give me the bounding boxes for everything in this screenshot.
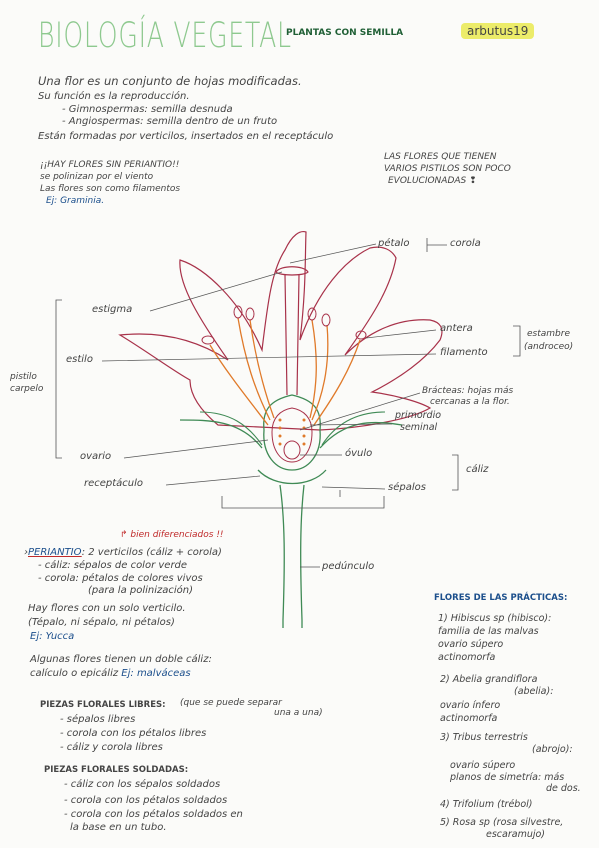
ovary-inner [271,407,313,463]
soldadas-item-4: la base en un tubo. [70,822,167,833]
intro-line-3: - Gimnospermas: semilla desnuda [62,104,233,115]
practica-2-ovary: ovario ínfero [440,700,501,711]
style [284,274,300,396]
label-lines [101,243,437,568]
practica-1-symmetry: actinomorfa [438,652,496,663]
label-pistilo: pistilo [10,372,37,382]
label-carpelo: carpelo [10,384,44,394]
label-antera: antera [440,323,473,334]
periantio-line-3: - corola: pétalos de colores vivos [38,573,203,584]
practicas-title: FLORES DE LAS PRÁCTICAS: [434,593,568,603]
pistil-note-2: VARIOS PISTILOS SON POCO [384,164,511,174]
libres-note-1: (que se puede separar [180,698,282,708]
practica-2-name: 2) Abelia grandiflora [440,674,538,685]
practica-3-common: (abrojo): [532,744,573,755]
page-title: BIOLOGÍA VEGETAL [38,16,292,56]
no-periantio-line-2: se polinizan por el viento [40,172,154,182]
sepal-right-2 [321,411,386,446]
soldadas-title: PIEZAS FLORALES SOLDADAS: [44,765,189,775]
label-sepalos: sépalos [388,482,426,493]
periantio-line-2: - cáliz: sépalos de color verde [38,560,188,571]
label-petalo: pétalo [378,238,410,249]
practica-2-common: (abelia): [514,686,554,697]
label-primordio-1: primordio [395,410,442,421]
practica-5-name: 5) Rosa sp (rosa silvestre, [440,817,564,828]
anthers [201,305,367,345]
label-bracteas-1: Brácteas: hojas más [422,386,514,396]
label-bracteas-2: cercanas a la flor. [430,397,510,407]
periantio-line-8: Algunas flores tienen un doble cáliz: [30,654,212,665]
practica-3-symmetry-2: de dos. [546,783,581,794]
no-periantio-title: ¡¡HAY FLORES SIN PERIANTIO!! [40,160,180,170]
intro-line-5: Están formadas por verticilos, insertado… [38,131,334,142]
label-pedunculo: pedúnculo [322,561,375,572]
libres-title: PIEZAS FLORALES LIBRES: [40,700,166,710]
sepal-left-2 [199,411,263,446]
practica-2-symmetry: actinomorfa [440,713,498,724]
intro-line-2: Su función es la reproducción. [38,91,190,102]
practica-3-ovary: ovario súpero [450,760,516,771]
periantio-line-9: calículo o epicáliz Ej: malváceas [30,668,191,679]
practica-1-name: 1) Hibiscus sp (hibisco): [438,613,552,624]
stigma [275,266,309,276]
label-ovulo: óvulo [345,448,373,459]
soldadas-item-3: - corola con los pétalos soldados en [64,809,243,820]
label-primordio-2: seminal [400,422,438,433]
libres-note-2: una a una) [274,708,323,718]
pistil-note-3: EVOLUCIONADAS ❢ [388,176,477,186]
periantio-line-4: (para la polinización) [88,585,194,596]
author-tag: arbutus19 [461,23,535,39]
soldadas-item-1: - cáliz con los sépalos soldados [64,779,221,790]
petal-outline [118,230,443,431]
label-filamento: filamento [440,347,488,358]
label-corola: corola [450,238,481,249]
periantio-line-5: Hay flores con un solo verticilo. [28,603,186,614]
no-periantio-line-3: Las flores son como filamentos [40,184,181,194]
soldadas-item-2: - corola con los pétalos soldados [64,795,228,806]
libres-item-2: - corola con los pétalos libres [60,728,207,739]
page-subtitle: PLANTAS CON SEMILLA [286,28,404,38]
libres-item-1: - sépalos libres [60,714,136,725]
practica-4-name: 4) Trifolium (trébol) [440,799,533,810]
intro-line-4: - Angiospermas: semilla dentro de un fru… [62,116,278,127]
pistil-note-1: LAS FLORES QUE TIENEN [384,152,497,162]
practica-5-common: escaramujo) [486,829,545,840]
practica-1-family: familia de las malvas [438,626,539,637]
ovule [283,440,301,460]
no-periantio-example: Ej: Graminia. [46,196,105,206]
brackets [55,238,521,509]
label-androceo: (androceo) [524,342,574,352]
receptacle [257,469,327,485]
ovary [263,394,321,471]
libres-item-3: - cáliz y corola libres [60,742,163,753]
label-estilo: estilo [66,354,93,365]
label-ovario: ovario [80,451,112,462]
label-caliz: cáliz [466,464,489,475]
intro-line-1: Una flor es un conjunto de hojas modific… [38,74,302,88]
periantio-line-1: ›PERIANTIO: 2 verticilos (cáliz + corola… [24,547,222,558]
label-estambre: estambre [527,329,570,339]
practica-3-symmetry: planos de simetría: más [450,772,565,783]
stamens [209,317,361,426]
periantio-note: ↱ bien diferenciados !! [120,530,224,540]
practica-1-ovary: ovario súpero [438,639,504,650]
sepal-left [179,419,263,449]
label-estigma: estigma [92,304,133,315]
label-receptaculo: receptáculo [84,478,144,489]
stem [279,484,305,628]
periantio-line-6: (Tépalo, ni sépalo, ni pétalos) [28,617,175,628]
periantio-example-yucca: Ej: Yucca [30,631,75,642]
practica-3-name: 3) Tribus terrestris [440,732,528,743]
